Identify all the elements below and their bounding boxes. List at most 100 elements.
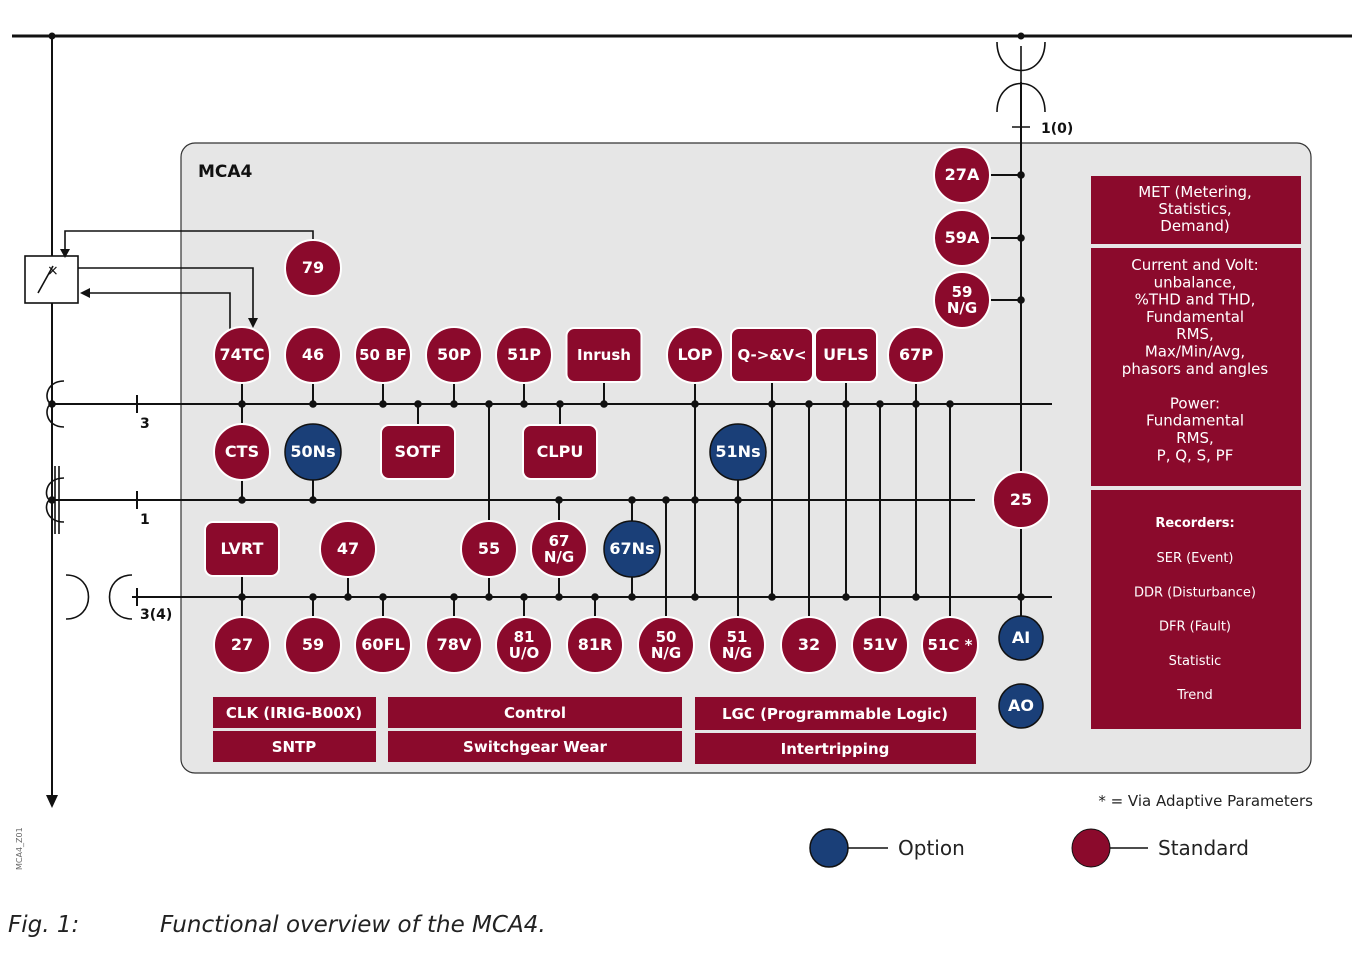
f46-label: 46 (302, 345, 324, 364)
f50bf-label: 50 BF (359, 346, 407, 364)
recorders-text: Statistic (1169, 654, 1222, 669)
f81r-label: 81R (578, 635, 613, 654)
met-text: Statistics, (1158, 200, 1231, 218)
qv-function (730, 327, 814, 383)
figure-caption: Fig. 1: Functional overview of the MCA4. (8, 912, 546, 938)
f59-label: 59 (302, 635, 324, 654)
watermark-label: MCA4_Z01 (15, 827, 24, 870)
current-volt-text: RMS, (1176, 325, 1214, 343)
f50ns-function (284, 423, 342, 481)
ai-function (998, 615, 1044, 661)
figure-caption-text: Functional overview of the MCA4. (160, 912, 546, 938)
lvrt-function (204, 521, 280, 577)
current-volt-text: phasors and angles (1122, 360, 1269, 378)
current-volt-text: Fundamental (1146, 308, 1244, 326)
cts-function (213, 423, 271, 481)
lop-function (666, 326, 724, 384)
feeder-arrow-icon (46, 795, 58, 808)
f55-function (460, 520, 518, 578)
f47-function (319, 520, 377, 578)
f59ng-label: N/G (947, 299, 977, 317)
f51v-label: 51V (863, 635, 898, 654)
f81r-function (566, 616, 624, 674)
f60fl-function (354, 616, 412, 674)
f81uo-label: 81 (514, 628, 535, 646)
recorders-title: Recorders: (1155, 516, 1234, 531)
junction-dots (48, 171, 1025, 601)
f47-label: 47 (337, 539, 359, 558)
f51p-function (495, 326, 553, 384)
f59-function (284, 616, 342, 674)
f51ng-label: N/G (722, 644, 752, 662)
switchgear-wear-bar: Switchgear Wear (463, 738, 608, 756)
vt-icon (65, 574, 133, 620)
f25-label: 25 (1010, 490, 1032, 509)
recorders-text: DFR (Fault) (1159, 620, 1231, 635)
f50ns-label: 50Ns (290, 442, 335, 461)
vt-label: 3(4) (140, 607, 172, 623)
f50p-label: 50P (437, 345, 471, 364)
circuit-breaker-icon (24, 255, 79, 304)
recorders-panel (1091, 490, 1301, 729)
f79-label: 79 (302, 258, 324, 277)
breaker-wiring (64, 230, 314, 330)
ufls-label: UFLS (823, 345, 869, 364)
current-volt-text: Fundamental (1146, 412, 1244, 430)
f51p-label: 51P (507, 345, 541, 364)
vt-top-label: 1(0) (1041, 121, 1073, 137)
met-text: MET (Metering, (1138, 183, 1252, 201)
f51ng-function (708, 616, 766, 674)
figure-number: Fig. 1: (8, 912, 80, 938)
current-volt-panel (1091, 248, 1301, 486)
f59a-label: 59A (945, 228, 980, 247)
lgc-bar: LGC (Programmable Logic) (722, 705, 948, 723)
clpu-function (522, 424, 598, 480)
ufls-function (814, 327, 878, 383)
f51c-label: 51C * (928, 636, 973, 654)
f78v-label: 78V (437, 635, 472, 654)
f67ns-function (603, 520, 661, 578)
legend-standard: Standard (1158, 836, 1249, 860)
current-volt-text: %THD and THD, (1135, 291, 1256, 309)
communication-bars: CLK (IRIG-B00X) SNTP Control Switchgear … (213, 697, 976, 764)
f67p-label: 67P (899, 345, 933, 364)
intertripping-bar: Intertripping (781, 740, 890, 758)
met-panel (1091, 176, 1301, 244)
f67ng-label: 67 (549, 532, 570, 550)
cts-label: CTS (225, 442, 259, 461)
f50ng-label: 50 (656, 628, 677, 646)
sntp-bar: SNTP (272, 738, 317, 756)
recorders-text: Trend (1176, 688, 1213, 703)
f67p-function (887, 326, 945, 384)
f67ns-label: 67Ns (609, 539, 654, 558)
f50ng-label: N/G (651, 644, 681, 662)
standard-swatch-icon (1071, 828, 1111, 868)
f59ng-label: 59 (952, 283, 973, 301)
recorders-text: SER (Event) (1156, 551, 1233, 566)
f74tc-function (213, 326, 271, 384)
f32-function (780, 616, 838, 674)
sotf-function (380, 424, 456, 480)
ct3-label: 3 (140, 416, 150, 432)
current-volt-text: RMS, (1176, 429, 1214, 447)
f81uo-label: U/O (509, 644, 539, 662)
clpu-label: CLPU (537, 442, 584, 461)
current-volt-text: Current and Volt: (1131, 256, 1258, 274)
ct1-label: 1 (140, 512, 150, 528)
f51c-function (921, 616, 979, 674)
lvrt-label: LVRT (221, 539, 264, 558)
footnote: * = Via Adaptive Parameters (1098, 792, 1313, 810)
f59a-function (933, 209, 991, 267)
f51ng-label: 51 (727, 628, 748, 646)
f55-label: 55 (478, 539, 500, 558)
f79-function (284, 239, 342, 297)
option-swatch-icon (809, 828, 849, 868)
qv-label: Q->&V< (737, 346, 806, 364)
current-volt-text: Power: (1170, 394, 1220, 412)
current-volt-text: unbalance, (1154, 273, 1237, 291)
clk-bar: CLK (IRIG-B00X) (226, 704, 362, 722)
f27-label: 27 (231, 635, 253, 654)
f74tc-label: 74TC (220, 345, 265, 364)
